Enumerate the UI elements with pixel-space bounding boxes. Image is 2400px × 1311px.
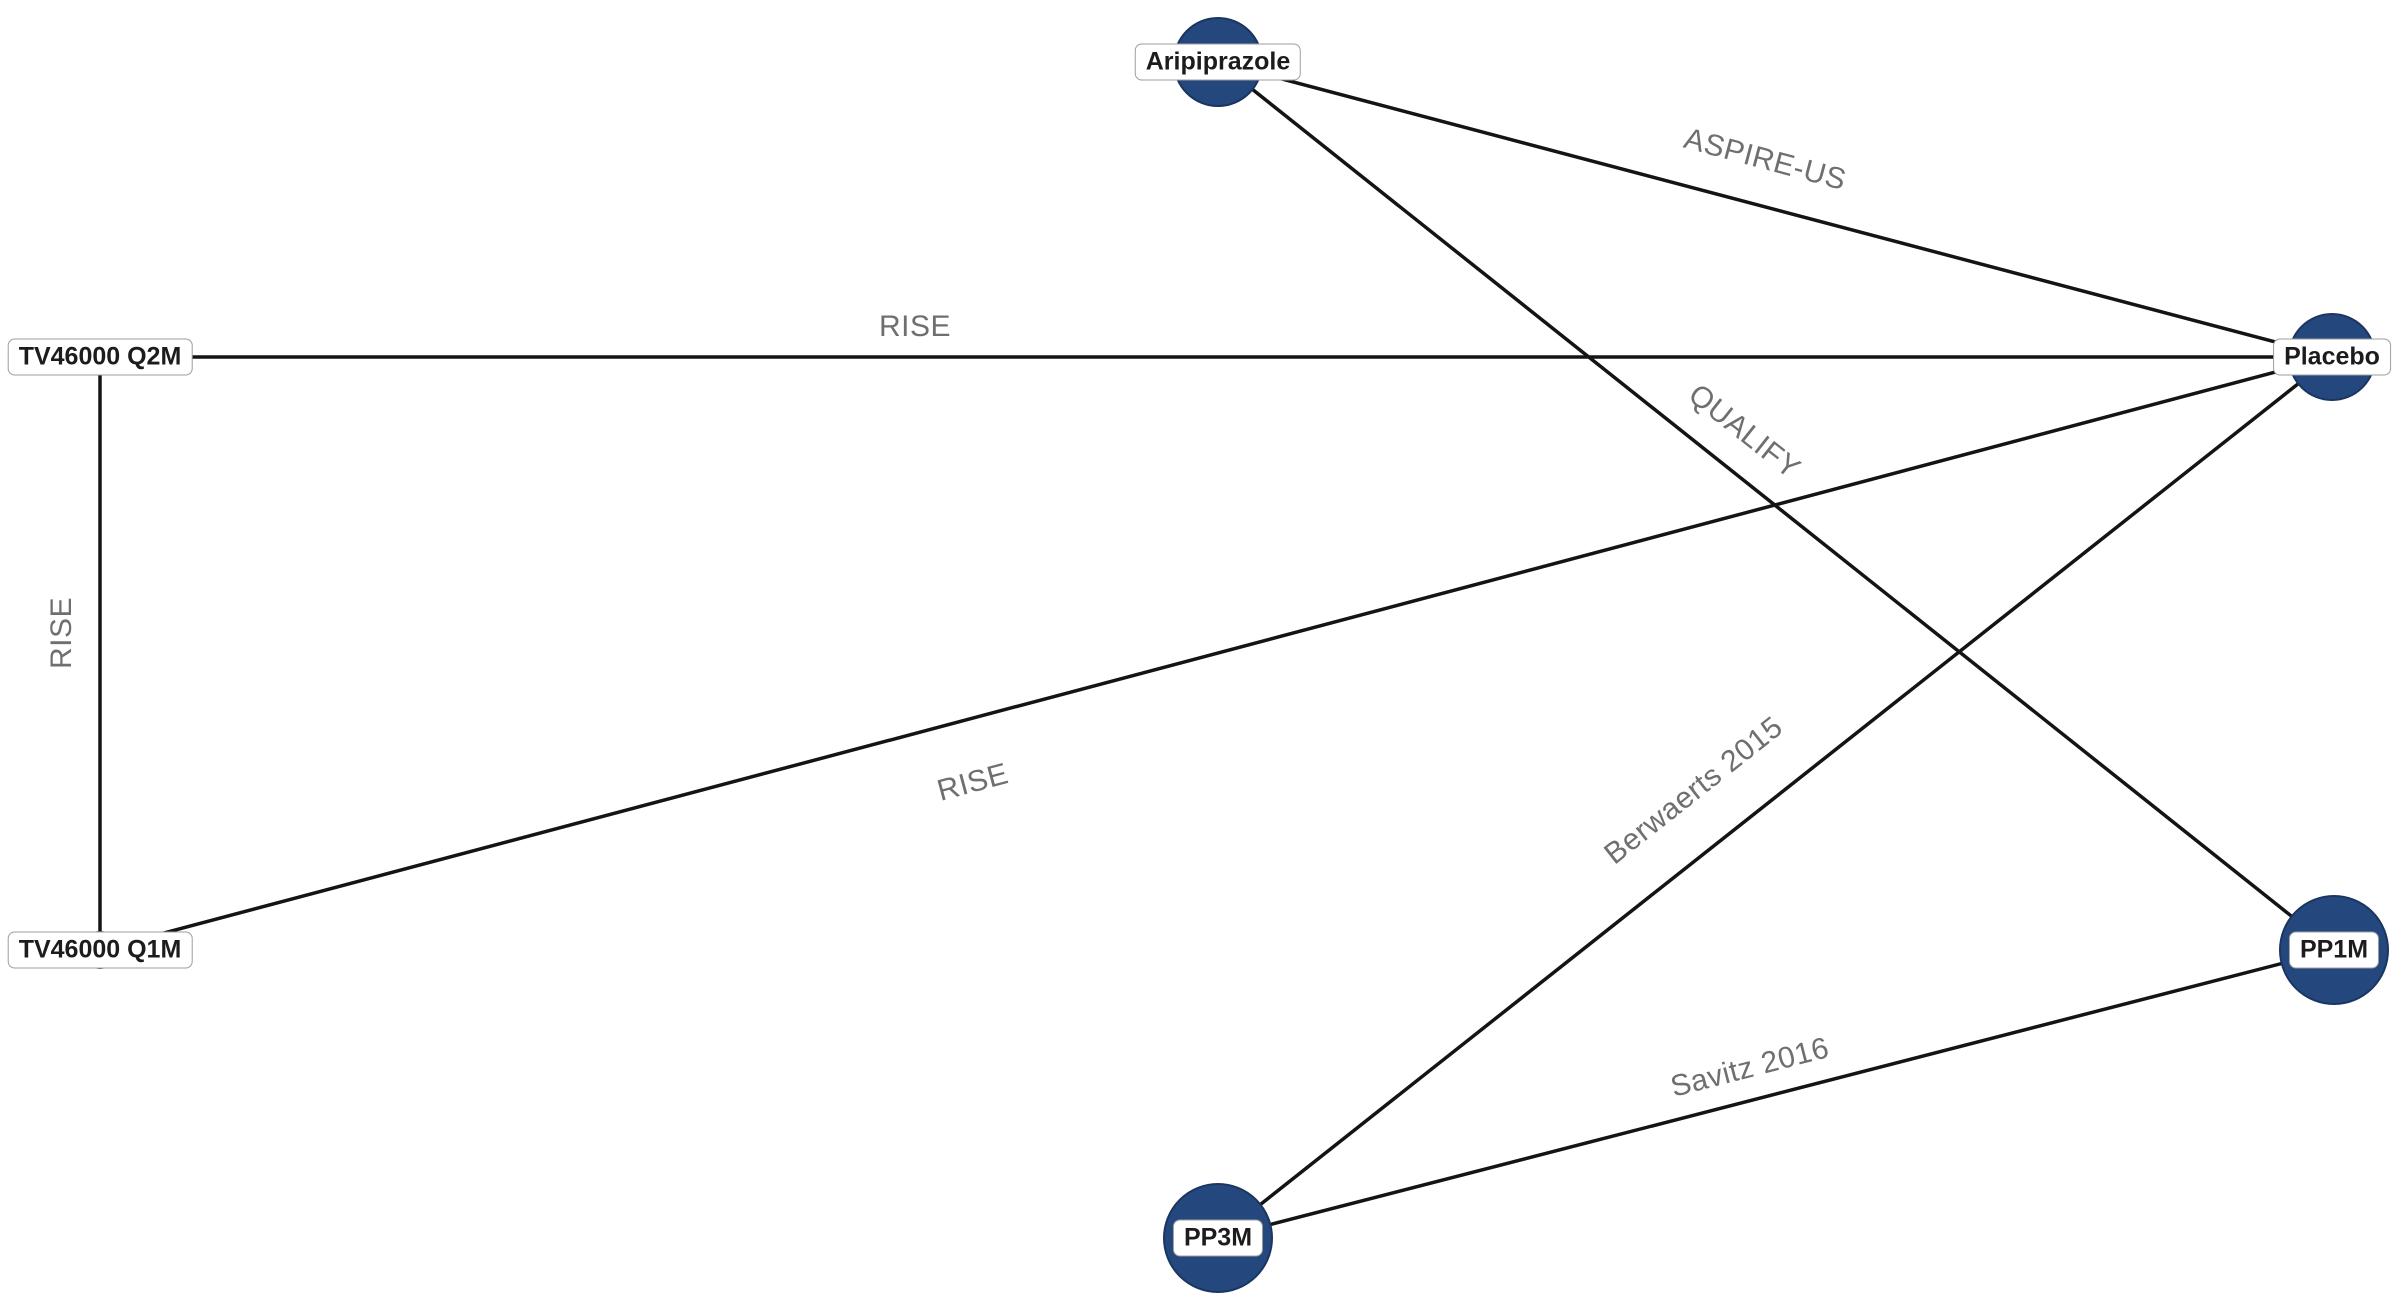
edge-aripiprazole-placebo[interactable] bbox=[1217, 60, 2333, 359]
node-label-aripiprazole[interactable]: Aripiprazole bbox=[1134, 43, 1302, 81]
node-label-tv46000-q2m[interactable]: TV46000 Q2M bbox=[7, 338, 193, 376]
edge-label-tv46000-q2m-placebo: RISE bbox=[878, 310, 952, 343]
node-label-tv46000-q1m[interactable]: TV46000 Q1M bbox=[7, 931, 193, 969]
node-label-placebo[interactable]: Placebo bbox=[2273, 338, 2391, 376]
edge-aripiprazole-pp1m[interactable] bbox=[1216, 60, 2336, 952]
edge-pp3m-pp1m[interactable] bbox=[1217, 948, 2335, 1240]
edge-label-tv46000-q2m-tv46000-q1m: RISE bbox=[45, 596, 78, 670]
edge-pp3m-placebo[interactable] bbox=[1216, 355, 2334, 1240]
node-label-pp1m[interactable]: PP1M bbox=[2288, 931, 2380, 969]
edge-tv46000-q1m-placebo[interactable] bbox=[99, 355, 2333, 952]
node-label-pp3m[interactable]: PP3M bbox=[1172, 1219, 1264, 1257]
